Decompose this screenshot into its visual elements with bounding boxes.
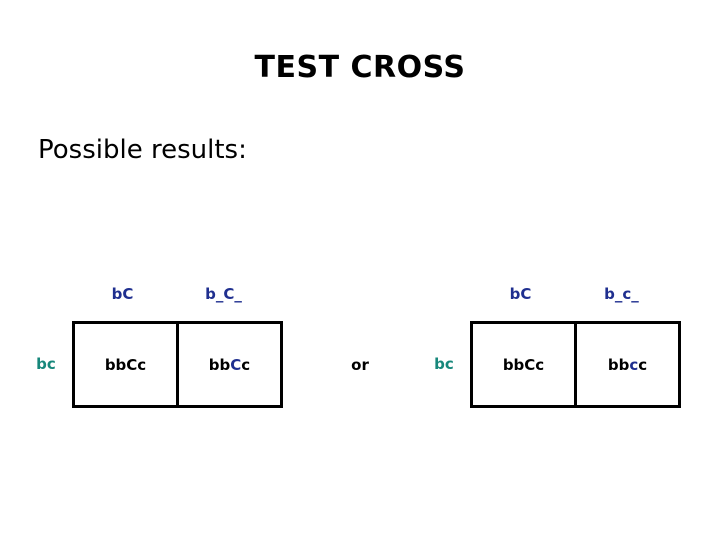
column-header-right-2: b_c_ xyxy=(604,285,639,303)
subtitle-possible-results: Possible results: xyxy=(38,135,247,165)
allele-run: bb xyxy=(208,355,231,374)
allele-run: c xyxy=(638,355,648,374)
punnett-cell-right-1: bbCc xyxy=(473,324,574,405)
column-headers-right: bC b_c_ xyxy=(470,284,672,304)
column-header-right-1: bC xyxy=(509,285,532,303)
allele-run: C xyxy=(230,355,242,374)
row-label-left: bc xyxy=(36,355,56,373)
page-title: TEST CROSS xyxy=(254,50,466,85)
row-label-right: bc xyxy=(434,355,454,373)
allele-run: bbCc xyxy=(502,355,545,374)
column-header-left-2: b_C_ xyxy=(205,285,242,303)
allele-run: c xyxy=(241,355,251,374)
column-headers-left: bC b_C_ xyxy=(72,284,274,304)
column-header-left-1: bC xyxy=(111,285,134,303)
allele-run: bb xyxy=(607,355,630,374)
allele-run: bbCc xyxy=(104,355,147,374)
allele-run: c xyxy=(629,355,639,374)
punnett-cell-left-1: bbCc xyxy=(75,324,176,405)
connector-or: or xyxy=(351,356,369,374)
